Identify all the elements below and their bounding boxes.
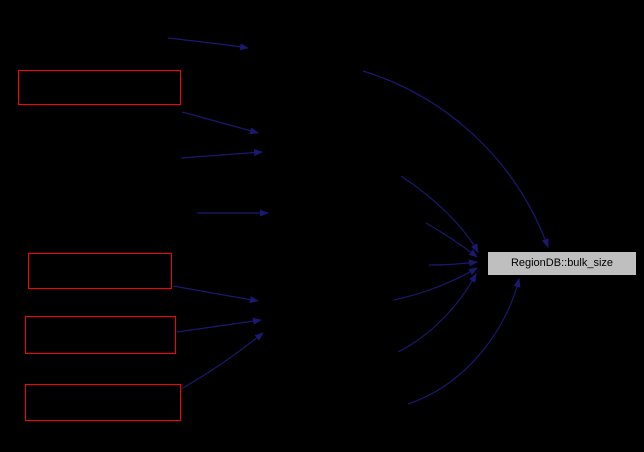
edge-long-7 <box>407 278 521 405</box>
target-node-label: RegionDB::bulk_size <box>510 257 614 269</box>
edge-long-5 <box>393 267 478 301</box>
edge-long-3 <box>425 222 478 258</box>
caller-node-3[interactable] <box>25 316 176 354</box>
edge-short-6 <box>176 317 262 333</box>
edge-long-6 <box>397 273 477 353</box>
edge-short-1 <box>167 37 249 51</box>
caller-node-2[interactable] <box>28 253 172 289</box>
edge-short-3 <box>180 149 263 159</box>
edge-short-7 <box>178 332 264 391</box>
caller-node-1[interactable] <box>18 70 181 105</box>
edge-long-1 <box>362 70 549 248</box>
edge-short-5 <box>172 285 259 304</box>
edge-long-4 <box>428 259 478 267</box>
target-node-bulk-size: RegionDB::bulk_size <box>487 251 637 276</box>
edge-long-2 <box>400 175 479 253</box>
edge-short-2 <box>181 111 259 135</box>
caller-node-4[interactable] <box>25 384 181 421</box>
